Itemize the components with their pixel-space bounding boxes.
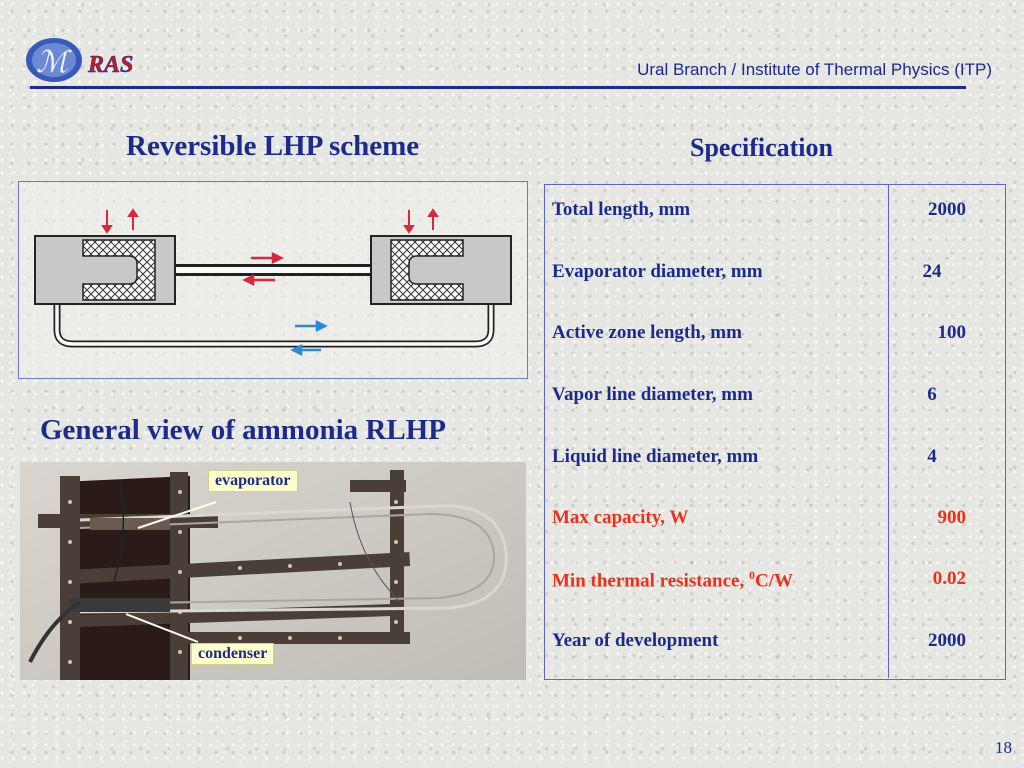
- spec-row-max-capacity: Max capacity, W 900: [552, 507, 972, 537]
- header-divider: [30, 86, 966, 89]
- spec-label-superscript: 0: [749, 568, 755, 582]
- spec-label-prefix: Min thermal resistance,: [552, 570, 749, 592]
- spec-label-suffix: C/W: [755, 570, 793, 592]
- specification-column-divider: [888, 184, 889, 678]
- ras-logo: ℳ RAS: [24, 36, 150, 86]
- spec-value: 4: [927, 446, 937, 467]
- spec-value: 2000: [928, 630, 966, 651]
- spec-label: Evaporator diameter, mm: [552, 261, 763, 282]
- left-evaporator: [34, 235, 176, 305]
- spec-value: 24: [922, 261, 942, 282]
- spec-value: 100: [937, 322, 967, 343]
- general-view-title: General view of ammonia RLHP: [40, 414, 446, 446]
- svg-text:ℳ: ℳ: [36, 46, 72, 79]
- spec-row-evaporator-diameter: Evaporator diameter, mm 24: [552, 261, 972, 291]
- spec-row-year-of-development: Year of development 2000: [552, 630, 972, 660]
- lhp-scheme-diagram: [18, 181, 528, 379]
- scheme-title: Reversible LHP scheme: [126, 130, 420, 162]
- spec-row-liquid-line-diameter: Liquid line diameter, mm 4: [552, 446, 972, 476]
- spec-value: 900: [937, 507, 967, 528]
- spec-label: Year of development: [552, 630, 719, 651]
- spec-row-total-length: Total length, mm 2000: [552, 199, 972, 229]
- condenser-callout: condenser: [191, 643, 275, 665]
- specification-table: [544, 184, 1006, 680]
- spec-label: Liquid line diameter, mm: [552, 446, 759, 467]
- spec-label: Min thermal resistance, 0C/W: [552, 568, 793, 592]
- page-number: 18: [995, 738, 1012, 757]
- spec-value: 6: [927, 384, 937, 405]
- spec-row-active-zone-length: Active zone length, mm 100: [552, 322, 972, 352]
- institute-name: Ural Branch / Institute of Thermal Physi…: [637, 60, 992, 79]
- right-evaporator: [370, 235, 512, 305]
- spec-value: 2000: [928, 199, 966, 220]
- spec-label: Active zone length, mm: [552, 322, 742, 343]
- spec-row-min-thermal-resistance: Min thermal resistance, 0C/W 0.02: [552, 568, 972, 598]
- evaporator-callout: evaporator: [208, 470, 298, 492]
- spec-row-vapor-line-diameter: Vapor line diameter, mm 6: [552, 384, 972, 414]
- logo-text: RAS: [87, 52, 133, 78]
- spec-label: Vapor line diameter, mm: [552, 384, 753, 405]
- vapor-flow-arrows: [242, 251, 284, 287]
- spec-label: Total length, mm: [552, 199, 691, 220]
- specification-title: Specification: [690, 133, 833, 162]
- spec-value: 0.02: [932, 568, 966, 589]
- heat-arrows-left: [101, 208, 139, 234]
- liquid-flow-arrows: [290, 319, 328, 357]
- heat-arrows-right: [403, 208, 439, 234]
- spec-label: Max capacity, W: [552, 507, 689, 528]
